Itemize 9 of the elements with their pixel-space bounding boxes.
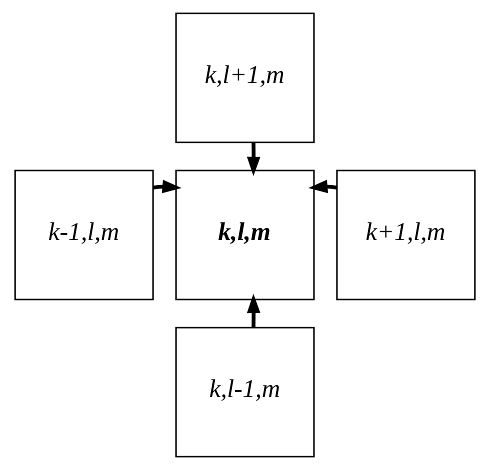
node-box: k+1,l,m	[336, 170, 476, 300]
arrow	[308, 180, 338, 194]
arrow	[152, 180, 182, 194]
arrow	[246, 294, 260, 328]
node-box: k,l,m	[175, 170, 315, 300]
node-box: k,l+1,m	[175, 12, 315, 144]
arrow	[246, 142, 260, 176]
node-box: k-1,l,m	[14, 170, 154, 300]
node-box: k,l-1,m	[175, 326, 315, 458]
